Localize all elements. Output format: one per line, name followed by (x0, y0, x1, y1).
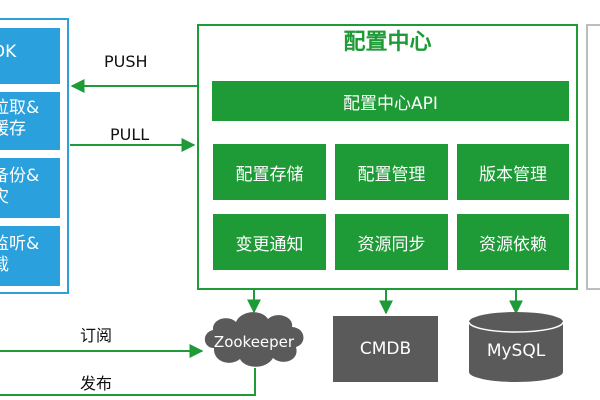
module-resource-sync: 资源同步 (335, 214, 448, 270)
sdk-box: DK (0, 28, 60, 84)
publish-line (0, 368, 256, 396)
module-resource-dependency: 资源依赖 (457, 214, 569, 270)
pull-cache-line2: 缓存 (0, 119, 26, 139)
mysql-cylinder-icon (468, 312, 564, 382)
config-center-api: 配置中心API (212, 81, 569, 121)
config-center-title: 配置中心 (343, 30, 432, 55)
module-config-management: 配置管理 (335, 144, 448, 200)
sdk-label: DK (0, 42, 17, 62)
zookeeper-cloud-icon (204, 312, 304, 367)
mysql-label: MySQL (486, 341, 546, 361)
listen-line2: 载 (0, 255, 9, 275)
right-panel (586, 24, 600, 290)
subscribe-label: 订阅 (80, 326, 113, 345)
module-version-management: 版本管理 (457, 144, 569, 200)
backup-line2: 灾 (0, 187, 9, 207)
push-label: PUSH (104, 52, 148, 71)
cmdb-box: CMDB (333, 316, 438, 382)
backup-box: 备份& 灾 (0, 158, 60, 218)
pull-cache-box: 拉取& 缓存 (0, 92, 60, 150)
listen-box: 监听& 载 (0, 226, 60, 286)
zookeeper-label: Zookeeper (213, 333, 295, 351)
backup-line1: 备份& (0, 166, 40, 186)
pull-label: PULL (110, 125, 150, 144)
listen-line1: 监听& (0, 234, 40, 254)
pull-cache-line1: 拉取& (0, 98, 40, 118)
module-config-storage: 配置存储 (213, 144, 326, 200)
publish-label: 发布 (80, 374, 113, 393)
module-change-notification: 变更通知 (213, 214, 326, 270)
